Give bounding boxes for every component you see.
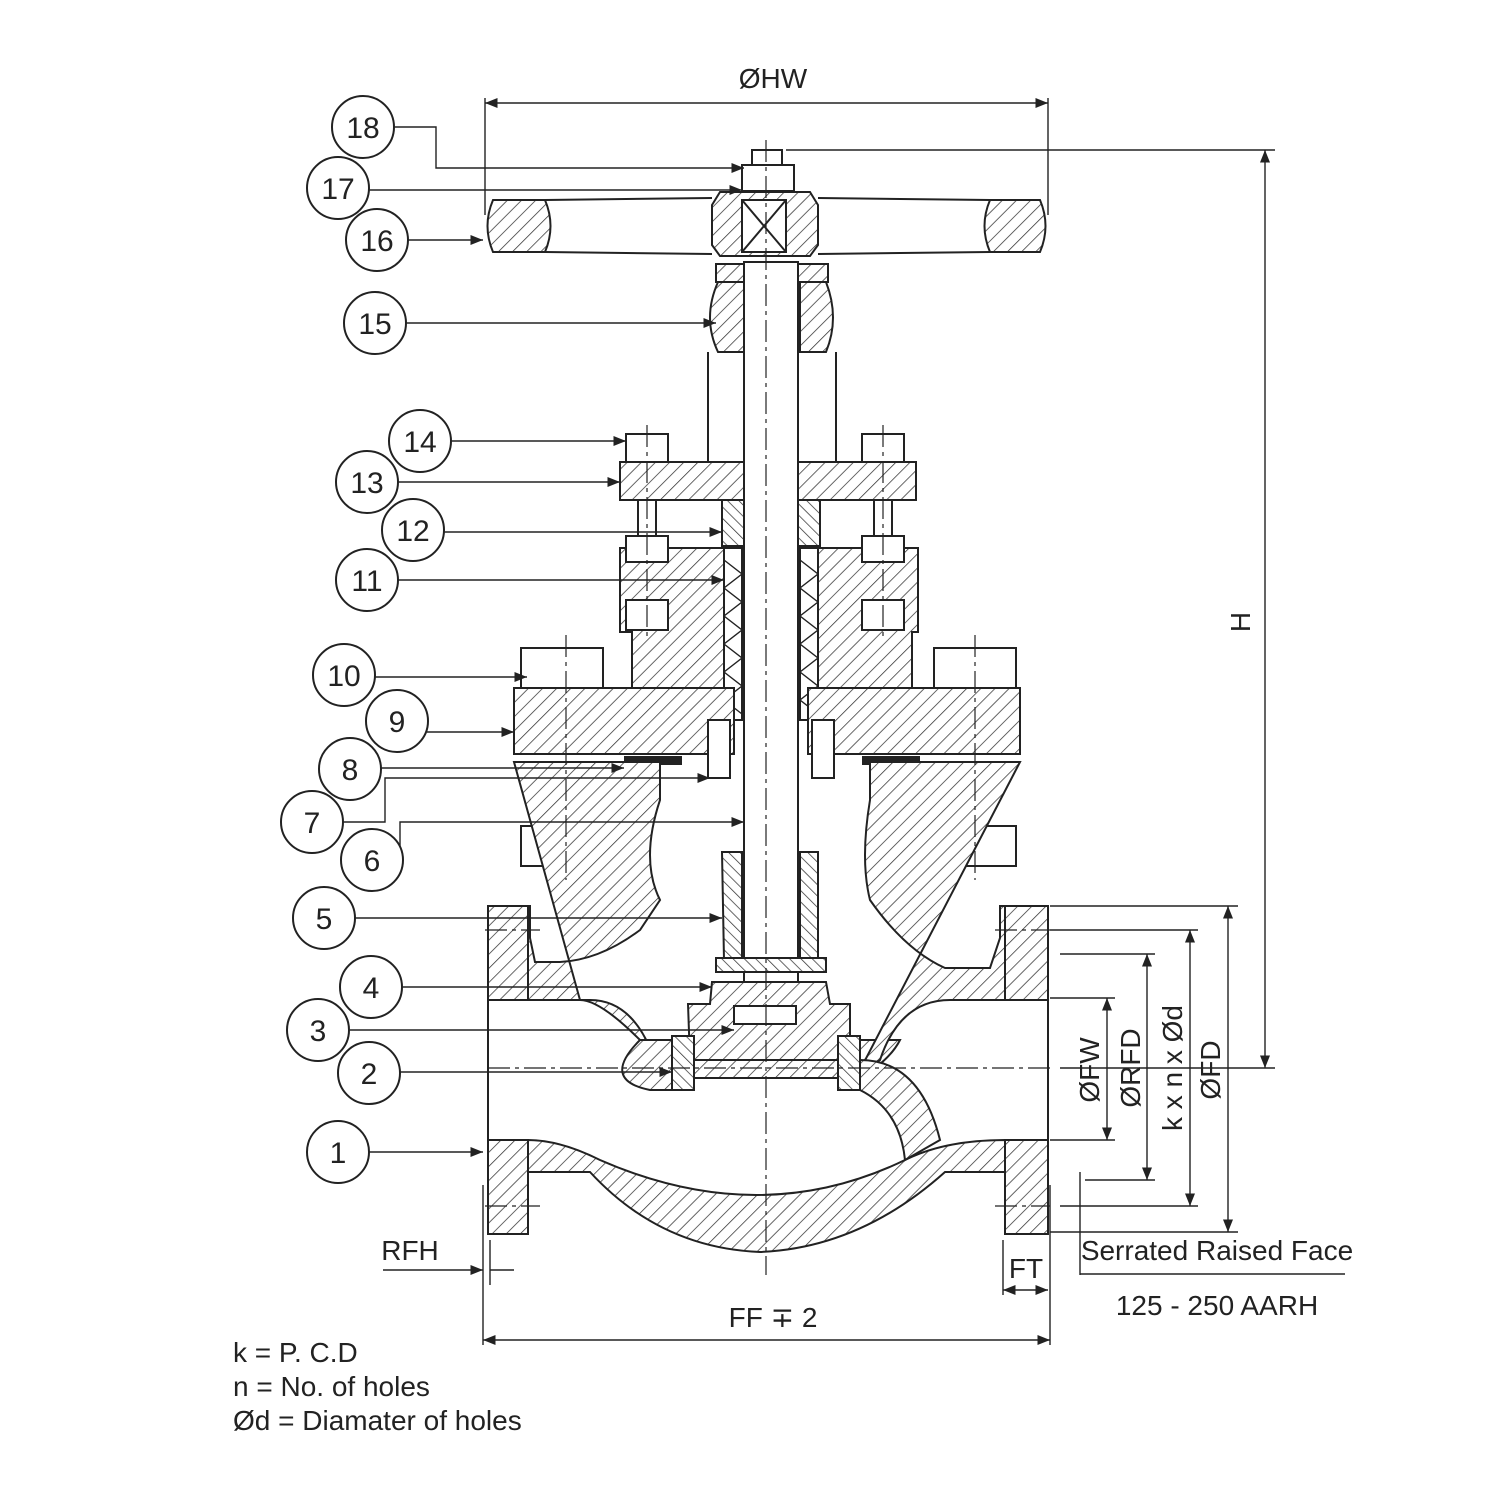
dim-ft: FT bbox=[1009, 1253, 1043, 1284]
dim-h: H bbox=[1225, 612, 1256, 632]
balloon-17: 17 bbox=[321, 173, 354, 206]
surface-finish-label: Serrated Raised Face bbox=[1081, 1235, 1353, 1266]
balloon-15: 15 bbox=[358, 308, 391, 341]
balloon-4: 4 bbox=[363, 972, 380, 1005]
gasket bbox=[624, 756, 920, 765]
dim-fd: ØFD bbox=[1195, 1040, 1226, 1099]
balloon-5: 5 bbox=[316, 903, 333, 936]
legend: k = P. C.D n = No. of holes Ød = Diamate… bbox=[233, 1337, 522, 1436]
dim-rfh: RFH bbox=[381, 1235, 439, 1266]
balloon-9: 9 bbox=[389, 706, 406, 739]
balloon-3: 3 bbox=[310, 1015, 327, 1048]
dimension-lines bbox=[383, 97, 1345, 1346]
balloons: 18 17 16 15 14 13 12 11 10 9 8 7 6 5 4 3… bbox=[280, 95, 744, 1184]
legend-k: k = P. C.D bbox=[233, 1337, 358, 1368]
dim-ff: FF ∓ 2 bbox=[729, 1302, 818, 1333]
balloon-7: 7 bbox=[304, 807, 321, 840]
balloon-1: 1 bbox=[330, 1137, 347, 1170]
stem bbox=[743, 261, 799, 1023]
balloon-16: 16 bbox=[360, 225, 393, 258]
centerlines bbox=[485, 140, 1050, 1275]
balloon-6: 6 bbox=[364, 845, 381, 878]
legend-d: Ød = Diamater of holes bbox=[233, 1405, 522, 1436]
balloon-14: 14 bbox=[403, 426, 436, 459]
balloon-8: 8 bbox=[342, 754, 359, 787]
balloon-10: 10 bbox=[327, 660, 360, 693]
yoke bbox=[513, 263, 1021, 779]
dim-rfd: ØRFD bbox=[1115, 1028, 1146, 1107]
dim-hw: ØHW bbox=[739, 63, 808, 94]
balloon-2: 2 bbox=[361, 1058, 378, 1091]
dim-fw: ØFW bbox=[1074, 1037, 1105, 1103]
legend-n: n = No. of holes bbox=[233, 1371, 430, 1402]
balloon-11: 11 bbox=[351, 565, 382, 598]
surface-finish-value: 125 - 250 AARH bbox=[1116, 1290, 1318, 1321]
dim-bolt-pattern: k x n x Ød bbox=[1157, 1005, 1188, 1131]
disc-assembly bbox=[671, 851, 861, 1091]
handwheel bbox=[486, 149, 1047, 257]
balloon-18: 18 bbox=[346, 112, 379, 145]
balloon-12: 12 bbox=[396, 515, 429, 548]
balloon-13: 13 bbox=[350, 467, 383, 500]
